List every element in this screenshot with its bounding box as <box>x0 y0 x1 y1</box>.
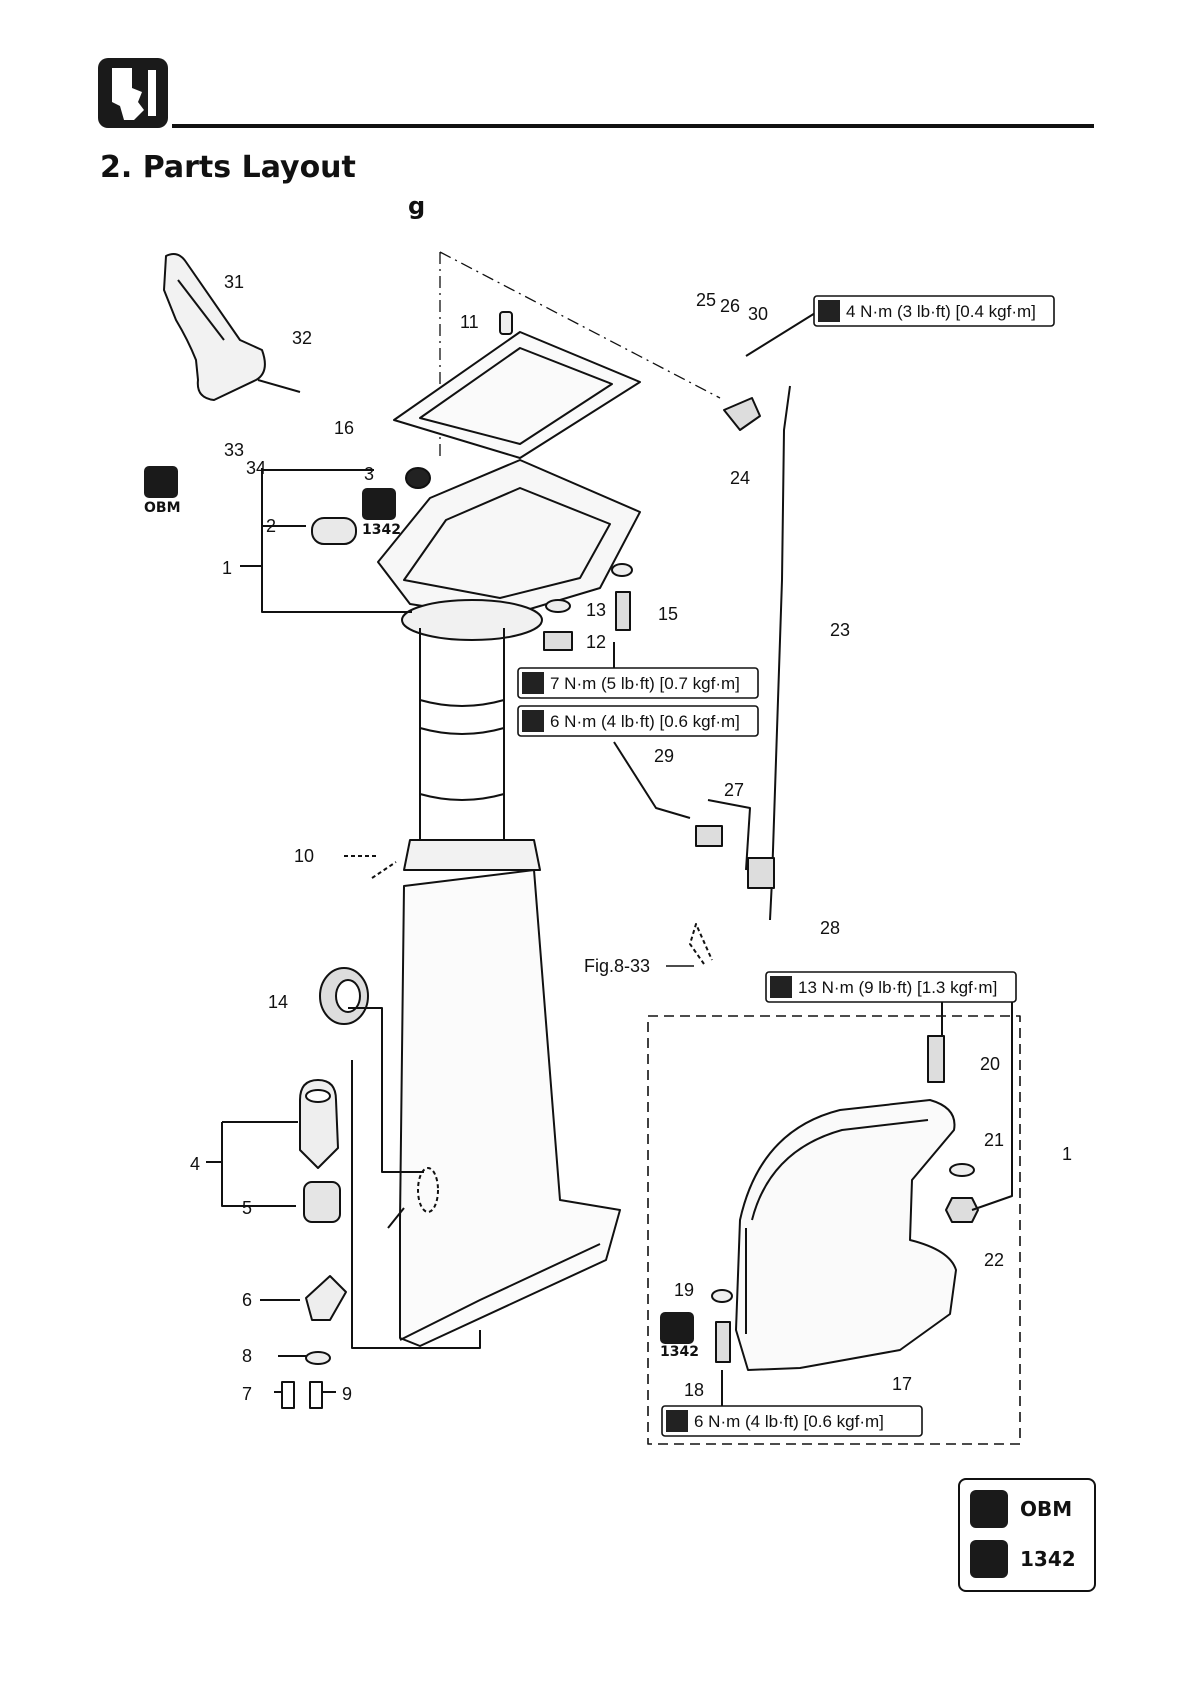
svg-text:13 N·m (9 lb·ft) [1.3 kgf·m]: 13 N·m (9 lb·ft) [1.3 kgf·m] <box>798 978 997 997</box>
callout-15: 15 <box>658 604 678 624</box>
callout-24: 24 <box>730 468 750 488</box>
callout-1: 1 <box>1062 1144 1072 1164</box>
callout-12: 12 <box>586 632 606 652</box>
torque-box-15: 7 N·m (5 lb·ft) [0.7 kgf·m] <box>518 668 758 698</box>
callout-33: 33 <box>224 440 244 460</box>
legend-label-obm: OBM <box>1020 1497 1072 1521</box>
torque-box-20: 13 N·m (9 lb·ft) [1.3 kgf·m] <box>766 972 1016 1002</box>
callout-25: 25 <box>696 290 716 310</box>
callout-7: 7 <box>242 1384 252 1404</box>
svg-text:7 N·m (5 lb·ft) [0.7 kgf·m]: 7 N·m (5 lb·ft) [0.7 kgf·m] <box>550 674 740 693</box>
svg-text:OBM: OBM <box>144 500 181 516</box>
callout-34: 34 <box>246 458 266 478</box>
callout-5: 5 <box>242 1198 252 1218</box>
legend-row-obm: OBM <box>970 1490 1072 1528</box>
legend-row-1342: 1342 <box>970 1540 1076 1578</box>
svg-text:6 N·m (4 lb·ft) [0.6 kgf·m]: 6 N·m (4 lb·ft) [0.6 kgf·m] <box>550 712 740 731</box>
legend-label-1342: 1342 <box>1020 1547 1076 1571</box>
callout-16: 16 <box>334 418 354 438</box>
figure-reference: Fig.8-33 <box>584 956 650 976</box>
torque-box-30: 4 N·m (3 lb·ft) [0.4 kgf·m] <box>814 296 1054 326</box>
callout-30: 30 <box>748 304 768 324</box>
callout-18: 18 <box>684 1380 704 1400</box>
callout-3: 3 <box>364 464 374 484</box>
callout-29: 29 <box>654 746 674 766</box>
callout-10: 10 <box>294 846 314 866</box>
callout-27: 27 <box>724 780 744 800</box>
callout-26: 26 <box>720 296 740 316</box>
callout-23: 23 <box>830 620 850 640</box>
callout-20: 20 <box>980 1054 1000 1074</box>
sealant-1342-icon <box>970 1540 1008 1578</box>
sealant-badge-upper: 1342 <box>362 488 401 538</box>
materials-legend: OBM 1342 <box>958 1478 1096 1592</box>
callout-4: 4 <box>190 1154 200 1174</box>
torque-box-29: 6 N·m (4 lb·ft) [0.6 kgf·m] <box>518 706 758 736</box>
obm-grease-icon <box>970 1490 1008 1528</box>
callout-31: 31 <box>224 272 244 292</box>
callout-32: 32 <box>292 328 312 348</box>
callout-14: 14 <box>268 992 288 1012</box>
svg-text:1342: 1342 <box>660 1344 699 1360</box>
callout-22: 22 <box>984 1250 1004 1270</box>
torque-box-18: 6 N·m (4 lb·ft) [0.6 kgf·m] <box>662 1406 922 1436</box>
callout-9: 9 <box>342 1384 352 1404</box>
callout-1: 1 <box>222 558 232 578</box>
svg-text:6 N·m (4 lb·ft) [0.6 kgf·m]: 6 N·m (4 lb·ft) [0.6 kgf·m] <box>694 1412 884 1431</box>
callout-11: 11 <box>460 312 479 332</box>
sealant-badge-lower: 1342 <box>660 1312 699 1360</box>
callout-8: 8 <box>242 1346 252 1366</box>
callout-28: 28 <box>820 918 840 938</box>
obm-badge: OBM <box>144 466 181 516</box>
callout-21: 21 <box>984 1130 1004 1150</box>
callout-13: 13 <box>586 600 606 620</box>
svg-text:4 N·m (3 lb·ft) [0.4 kgf·m]: 4 N·m (3 lb·ft) [0.4 kgf·m] <box>846 302 1036 321</box>
svg-text:1342: 1342 <box>362 522 401 538</box>
callout-6: 6 <box>242 1290 252 1310</box>
callout-2: 2 <box>266 516 276 536</box>
callout-19: 19 <box>674 1280 694 1300</box>
callout-17: 17 <box>892 1374 912 1394</box>
